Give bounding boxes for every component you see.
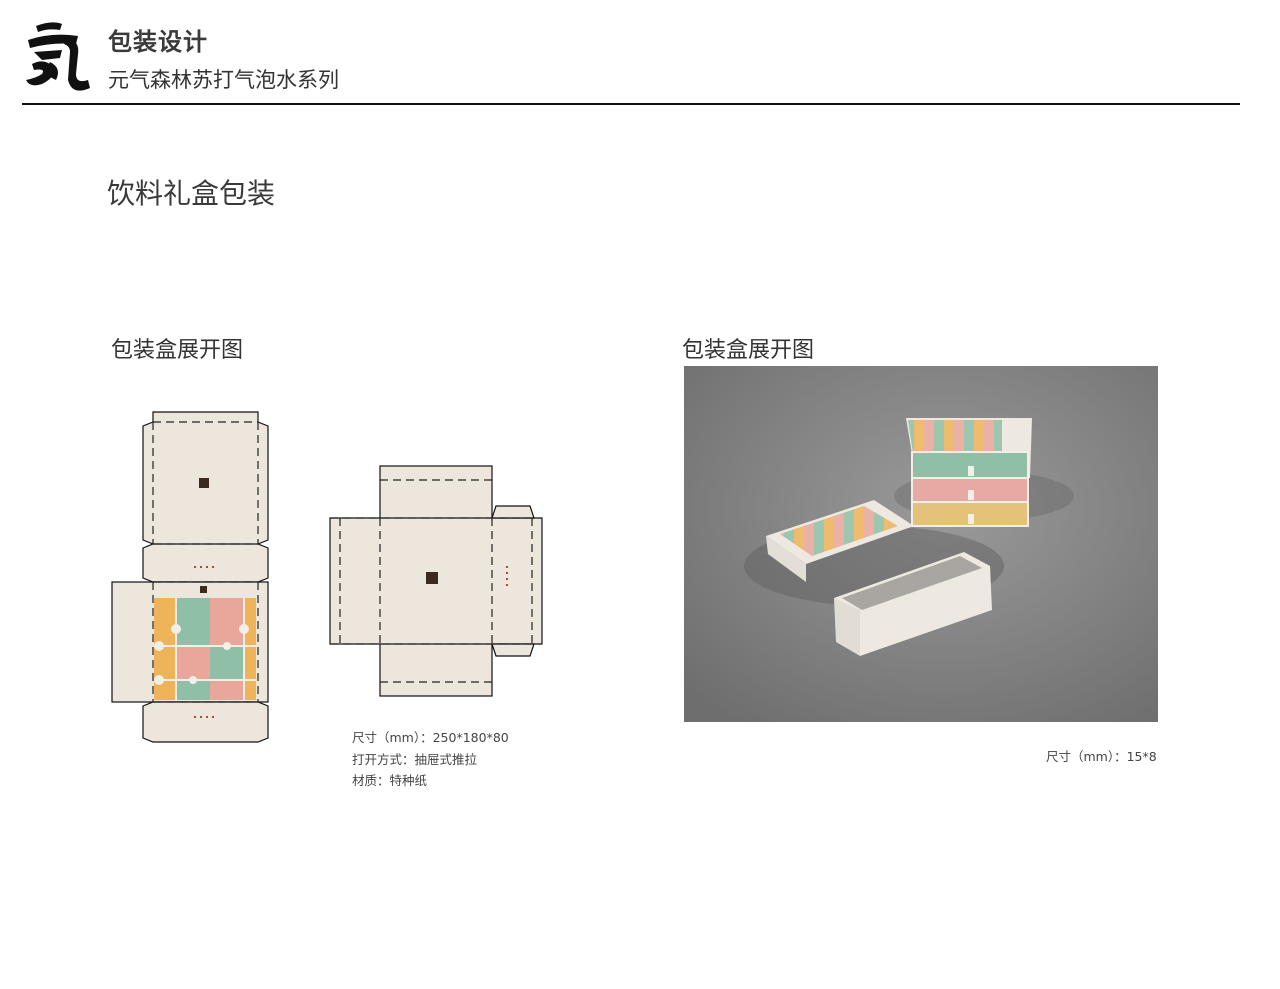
- section-title: 饮料礼盒包装: [107, 177, 276, 210]
- drawer-dieline-diagram: [329, 465, 543, 697]
- left-panel-heading: 包装盒展开图: [111, 338, 244, 363]
- header-title: 包装设计: [108, 28, 208, 56]
- right-spec: 尺寸（mm）：15*8: [1046, 749, 1157, 764]
- spec-material: 材质：特种纸: [352, 773, 428, 788]
- header-subtitle: 元气森林苏打气泡水系列: [108, 68, 339, 92]
- right-panel-heading: 包装盒展开图: [682, 338, 815, 363]
- brand-logo-icon: [26, 22, 90, 91]
- spec-size: 尺寸（mm）：250*180*80: [352, 730, 509, 745]
- lid-dieline-diagram: [111, 411, 269, 743]
- gift-box-render-image: [684, 366, 1158, 722]
- left-spec-list: 尺寸（mm）：250*180*80 打开方式：抽屉式推拉 材质：特种纸: [352, 727, 509, 792]
- header-divider: [22, 103, 1240, 105]
- spec-opening: 打开方式：抽屉式推拉: [352, 751, 478, 767]
